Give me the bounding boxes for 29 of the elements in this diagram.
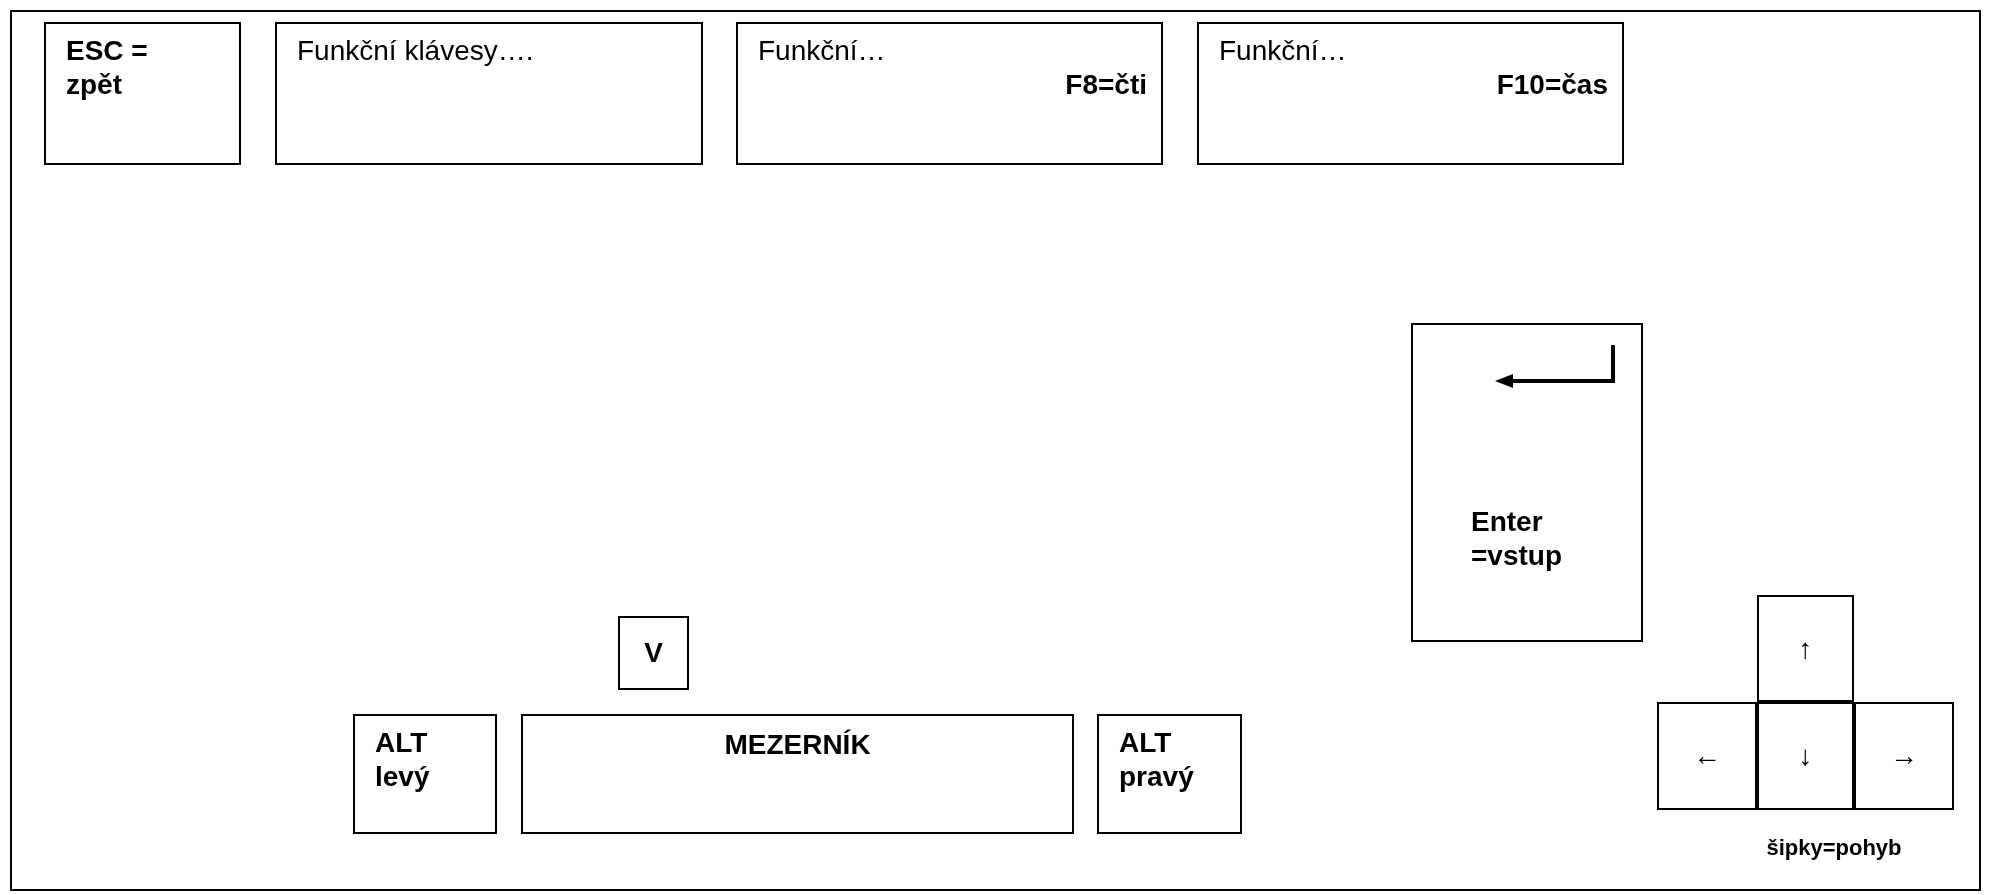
enter-key-box [1411,323,1643,642]
key-box [1854,702,1954,810]
key-label: Funkční… [1219,34,1347,68]
key-label: F8=čti [1065,68,1147,102]
key-box [44,22,241,165]
key-label: Funkční klávesy…. [297,34,534,68]
key-box [1657,702,1757,810]
key-box [618,616,689,690]
key-box [1757,595,1854,702]
key-box [1097,714,1242,834]
key-label: ALT levý [375,726,431,794]
key-box [353,714,497,834]
key-label: V [643,636,664,670]
key-box [275,22,703,165]
key-box [736,22,1163,165]
key-label: ↓ [1797,739,1814,773]
key-label: ESC = zpět [66,34,149,102]
key-label: MEZERNÍK [723,728,872,762]
key-box [1757,702,1854,810]
key-label: → [1889,739,1919,773]
caption-text: šipky=pohyb [1766,835,1902,861]
key-label: ALT pravý [1119,726,1195,794]
key-box [1197,22,1624,165]
spacebar-key-box [521,714,1074,834]
key-label: F10=čas [1496,68,1608,102]
key-label: ↑ [1797,631,1814,666]
key-label: Enter =vstup [1471,505,1564,573]
key-label: Funkční… [758,34,886,68]
key-label: ← [1692,739,1722,773]
